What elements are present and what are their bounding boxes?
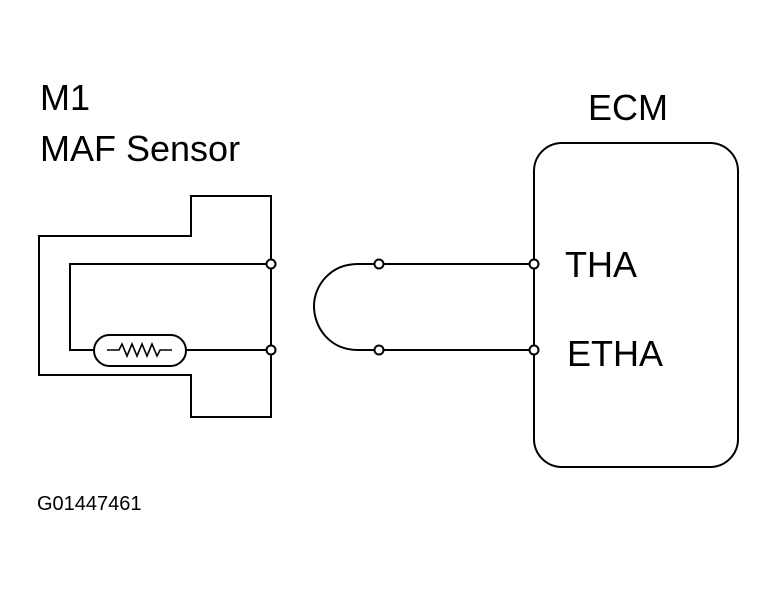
ecm-pin-tha-label: THA bbox=[565, 244, 637, 285]
harness-loop bbox=[312, 263, 379, 351]
sensor-terminal-upper bbox=[265, 258, 277, 270]
sensor-terminal-lower bbox=[265, 344, 277, 356]
ecm-pin-etha-label: ETHA bbox=[567, 333, 664, 374]
sensor-id-label: M1 bbox=[40, 77, 91, 118]
harness-terminal-lower bbox=[373, 344, 385, 356]
ecm-terminal-etha bbox=[528, 344, 540, 356]
maf-sensor-housing bbox=[38, 195, 272, 418]
thermistor-capsule bbox=[93, 334, 187, 367]
thermistor-resistor-symbol bbox=[107, 341, 172, 359]
sensor-name-label: MAF Sensor bbox=[40, 128, 241, 169]
figure-code: G01447461 bbox=[37, 493, 142, 515]
ecm-box bbox=[533, 142, 739, 468]
harness-terminal-upper bbox=[373, 258, 385, 270]
ecm-title-label: ECM bbox=[588, 87, 668, 128]
maf-inner-circuit bbox=[69, 263, 271, 351]
ecm-terminal-tha bbox=[528, 258, 540, 270]
